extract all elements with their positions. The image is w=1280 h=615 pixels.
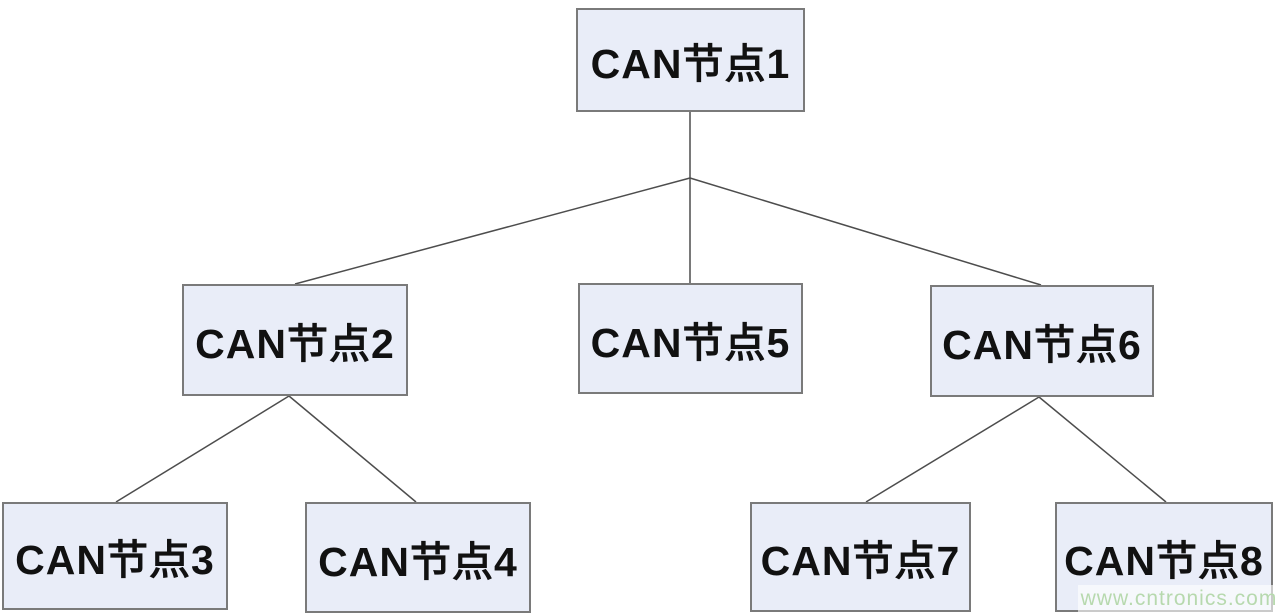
node-can-8-label: CAN节点8 xyxy=(1064,538,1264,584)
node-can-4-label: CAN节点4 xyxy=(318,538,518,585)
watermark-text: www.cntronics.com xyxy=(1080,587,1278,610)
node-can-7: CAN节点7 xyxy=(750,502,971,612)
node-can-5-label: CAN节点5 xyxy=(590,319,791,366)
edge-node2-node4 xyxy=(288,395,417,503)
node-can-6: CAN节点6 xyxy=(930,285,1154,397)
watermark: www.cntronics.com xyxy=(1078,585,1280,613)
node-can-3: CAN节点3 xyxy=(2,502,228,610)
node-can-2: CAN节点2 xyxy=(182,284,408,396)
node-can-5: CAN节点5 xyxy=(578,283,803,394)
edge-node6-node8 xyxy=(1038,396,1167,503)
node-can-1: CAN节点1 xyxy=(576,8,805,112)
node-can-7-label: CAN节点7 xyxy=(760,538,961,584)
node-can-2-label: CAN节点2 xyxy=(195,321,395,367)
node-can-1-label: CAN节点1 xyxy=(590,41,791,87)
node-can-3-label: CAN节点3 xyxy=(15,537,215,583)
edge-node1-node6 xyxy=(689,177,1042,286)
node-can-4: CAN节点4 xyxy=(305,502,531,613)
edge-node6-node7 xyxy=(865,396,1040,503)
edge-node1-node2 xyxy=(294,177,691,285)
node-can-6-label: CAN节点6 xyxy=(942,322,1142,368)
edge-node2-node3 xyxy=(115,395,290,503)
